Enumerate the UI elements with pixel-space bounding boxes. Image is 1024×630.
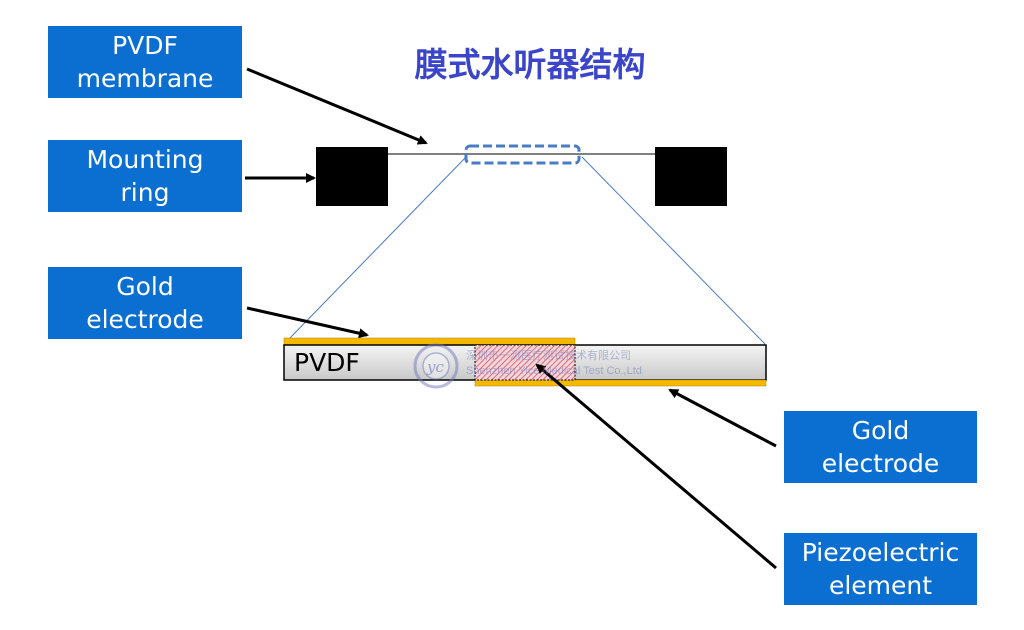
mounting-ring-left	[316, 147, 388, 206]
arrow-piezoelectric-element	[535, 363, 777, 570]
label-line: element	[828, 571, 933, 600]
label-line: Piezoelectric	[801, 538, 960, 567]
arrow-gold-electrode-bottom	[668, 388, 777, 448]
label-mounting-ring: Mounting ring	[48, 140, 242, 212]
pvdf-layer-label: PVDF	[294, 348, 360, 377]
label-line: electrode	[821, 449, 940, 478]
arrow-gold-electrode-top	[246, 306, 369, 339]
zoom-region-outline	[464, 144, 581, 165]
gold-electrode-top	[283, 337, 576, 346]
label-line: ring	[120, 178, 170, 207]
piezoelectric-element	[474, 344, 576, 381]
watermark-logo-text: yc	[426, 358, 444, 376]
label-line: Gold	[116, 272, 174, 301]
label-line: Mounting	[86, 145, 204, 174]
watermark-line-en: Shenzhen Yice Medical Test Co.,Ltd	[466, 365, 642, 377]
label-piezoelectric-element: Piezoelectric element	[784, 533, 977, 605]
arrow-pvdf-membrane	[246, 67, 428, 145]
label-line: Gold	[851, 416, 910, 445]
projection-line-left	[287, 156, 467, 341]
label-line: PVDF	[112, 31, 178, 60]
watermark-line-cn: 深圳市一测医疗测试技术有限公司	[466, 350, 631, 362]
gold-electrode-bottom	[474, 379, 767, 387]
watermark-logo-inner	[422, 352, 450, 380]
watermark-logo	[413, 343, 459, 389]
projection-line-right	[581, 156, 766, 345]
label-line: membrane	[76, 64, 214, 93]
watermark-text: 深圳市一测医疗测试技术有限公司 Shenzhen Yice Medical Te…	[466, 349, 642, 379]
label-gold-electrode-top: Gold electrode	[48, 267, 242, 339]
diagram-title: 膜式水听器结构	[414, 45, 646, 84]
mounting-ring-right	[655, 147, 727, 206]
label-gold-electrode-bottom: Gold electrode	[784, 411, 977, 483]
label-pvdf-membrane: PVDF membrane	[48, 26, 242, 98]
label-line: electrode	[86, 305, 204, 334]
